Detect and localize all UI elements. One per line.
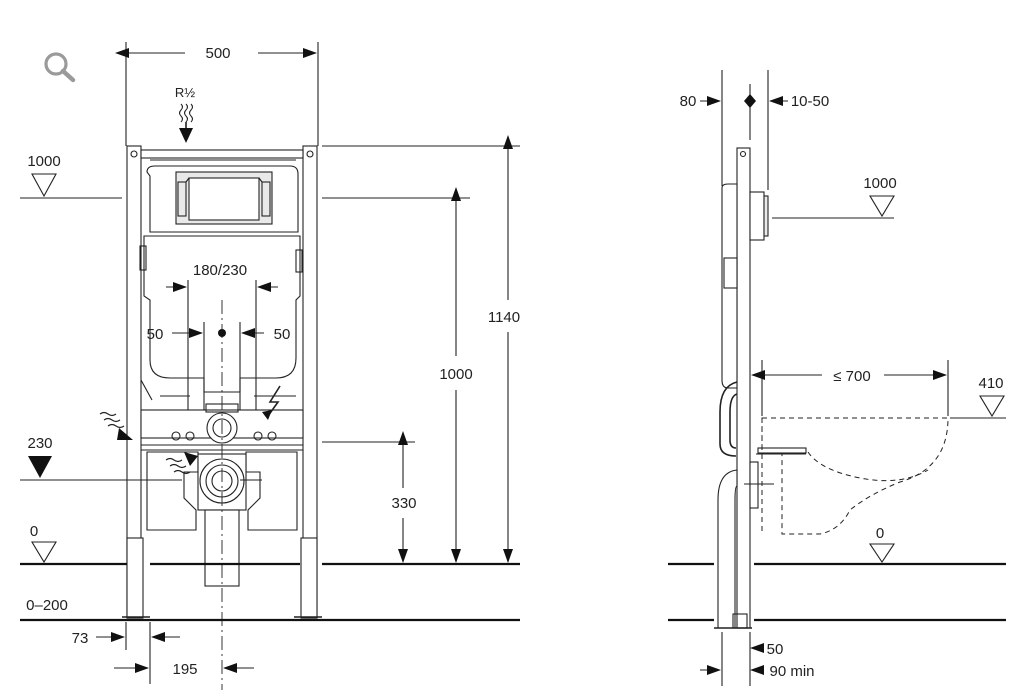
dim-axis-offset: 195 [172,661,197,678]
dim-wall-depth: 80 [680,93,697,110]
dim-cover-range: 10-50 [791,93,829,110]
floor-range-label: 0–200 [26,597,68,614]
side-view: 80 10-50 1000 [668,70,1006,686]
dim-offset-right: 50 [274,326,291,343]
water-supply-icon [178,103,194,143]
dim-height-plate: 1000 [439,366,472,383]
side-level-0-label: 0 [876,525,884,542]
front-view: 500 R½ [20,42,520,690]
dim-offset-left: 50 [147,326,164,343]
side-level-1000-label: 1000 [863,175,896,192]
electric-icon [262,385,281,420]
side-level-410-label: 410 [978,375,1003,392]
dim-projection: ≤ 700 [833,368,870,385]
level-0-label: 0 [30,523,38,540]
dim-height-total: 1140 [488,309,520,326]
level-1000-label: 1000 [27,153,60,170]
magnifier-icon[interactable] [44,52,76,83]
fixing-stud-right [252,431,278,441]
dim-width: 500 [205,45,230,62]
dim-min-depth: 90 min [769,663,814,680]
level-230-label: 230 [27,435,52,452]
dim-flush-spacing: 180/230 [193,262,247,279]
drain-water-icon [165,452,198,475]
dim-pipe-offset: 50 [767,641,784,658]
dim-height-drain: 330 [391,495,416,512]
water-inlet-icon [99,411,133,440]
fixing-stud-left [170,431,196,441]
dim-foot-offset: 73 [72,630,89,647]
supply-label: R½ [175,85,195,100]
